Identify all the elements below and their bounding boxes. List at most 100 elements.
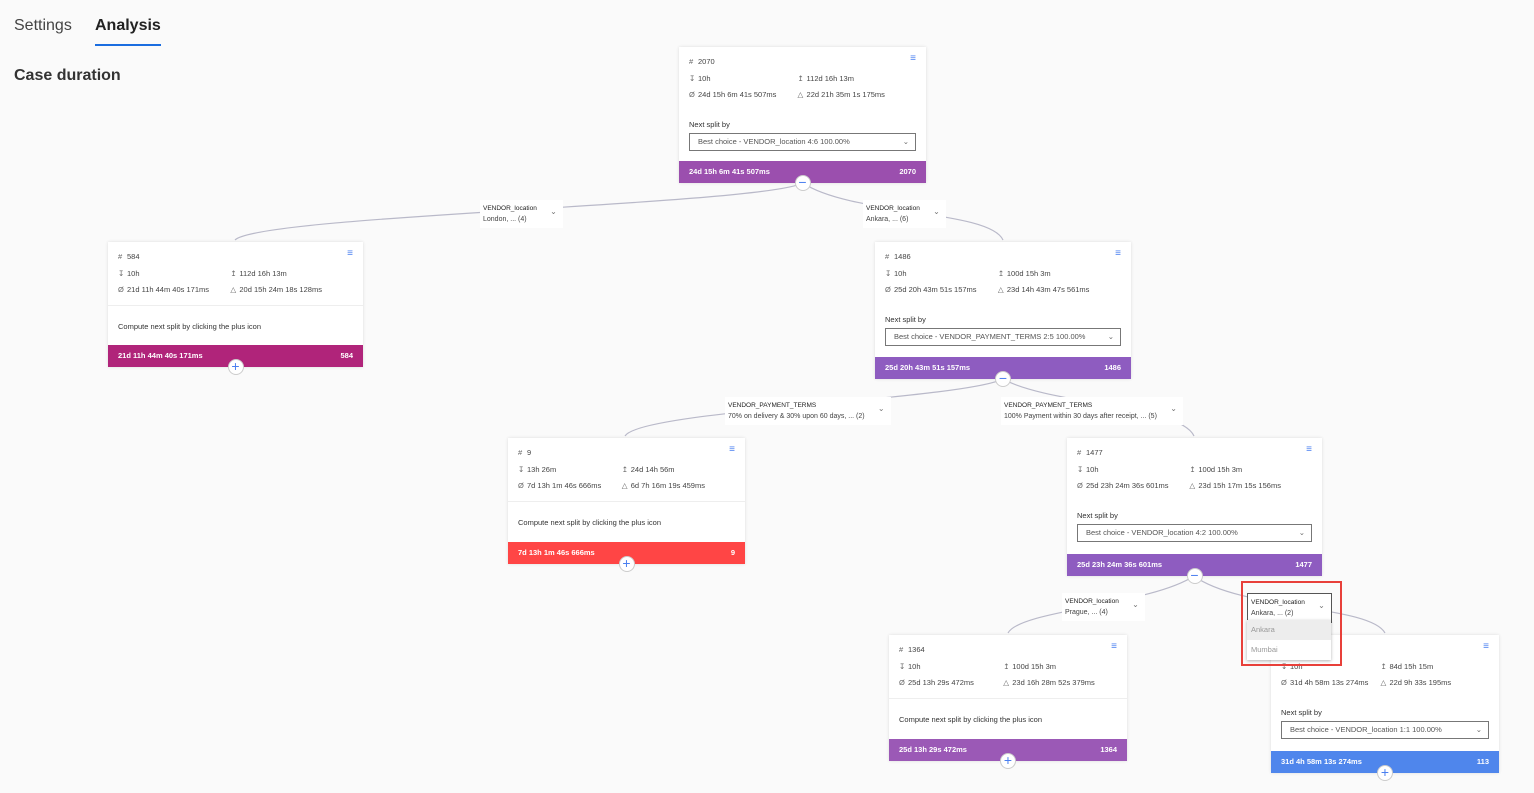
- filter-icon[interactable]: ≡: [347, 248, 353, 259]
- hash-icon: #: [899, 645, 904, 654]
- max-duration: 100d 15h 3m: [1198, 465, 1243, 474]
- split-values: Prague, ... (4): [1065, 609, 1108, 616]
- expand-button[interactable]: +: [1377, 765, 1393, 781]
- expand-button[interactable]: +: [618, 556, 635, 572]
- max-duration: 112d 16h 13m: [806, 74, 854, 83]
- compute-hint: Compute next split by clicking the plus …: [118, 322, 261, 331]
- compute-hint: Compute next split by clicking the plus …: [518, 518, 661, 527]
- footer-count: 1477: [1295, 560, 1312, 569]
- hash-icon: #: [689, 57, 694, 66]
- split-attribute: VENDOR_location: [1065, 598, 1119, 605]
- next-split-select[interactable]: Best choice - VENDOR_location 4:6 100.00…: [689, 133, 916, 151]
- footer-duration: 21d 11h 44m 40s 171ms: [118, 351, 203, 360]
- max-duration: 84d 15h 15m: [1389, 662, 1434, 671]
- case-count: 1364: [908, 645, 925, 654]
- std-duration: 22d 21h 35m 1s 175ms: [806, 90, 885, 99]
- footer-count: 2070: [899, 167, 916, 176]
- avg-duration: 25d 23h 24m 36s 601ms: [1086, 481, 1169, 490]
- tab-settings[interactable]: Settings: [14, 17, 72, 34]
- min-icon: ↧: [899, 662, 906, 671]
- plus-icon: +: [1003, 752, 1013, 768]
- footer-duration: 25d 23h 24m 36s 601ms: [1077, 560, 1163, 569]
- footer-duration: 7d 13h 1m 46s 666ms: [518, 548, 595, 557]
- average-icon: Ø: [1077, 481, 1083, 490]
- split-values: 100% Payment within 30 days after receip…: [1004, 413, 1157, 420]
- hash-icon: #: [118, 252, 123, 261]
- footer-count: 584: [340, 351, 353, 360]
- chevron-down-icon: ⌄: [1132, 600, 1139, 609]
- std-duration: 6d 7h 16m 19s 459ms: [630, 481, 705, 490]
- min-icon: ↧: [1281, 662, 1288, 671]
- split-attribute: VENDOR_location: [866, 205, 920, 212]
- dropdown-option-ankara[interactable]: Ankara: [1247, 620, 1331, 640]
- min-icon: ↧: [518, 465, 525, 474]
- avg-duration: 25d 20h 43m 51s 157ms: [894, 285, 977, 294]
- chevron-down-icon: ⌄: [1298, 528, 1305, 537]
- std-dev-icon: △: [1003, 678, 1010, 687]
- footer-count: 1364: [1100, 745, 1117, 754]
- split-values: London, ... (4): [483, 216, 527, 223]
- avg-duration: 7d 13h 1m 46s 666ms: [527, 481, 602, 490]
- next-split-label: Next split by: [689, 120, 730, 129]
- max-icon: ↥: [1189, 465, 1196, 474]
- node-footer: 25d 23h 24m 36s 601ms 1477: [1067, 554, 1322, 576]
- collapse-button[interactable]: −: [995, 371, 1011, 387]
- collapse-button[interactable]: −: [1186, 568, 1203, 584]
- min-duration: 10h: [1290, 662, 1303, 671]
- divider: [108, 305, 363, 306]
- next-split-select[interactable]: Best choice - VENDOR_location 4:2 100.00…: [1077, 524, 1312, 542]
- avg-duration: 21d 11h 44m 40s 171ms: [127, 285, 209, 294]
- expand-button[interactable]: +: [1000, 753, 1016, 769]
- node-footer: 21d 11h 44m 40s 171ms 584: [108, 345, 363, 367]
- std-duration: 23d 15h 17m 15s 156ms: [1198, 481, 1281, 490]
- average-icon: Ø: [1281, 678, 1287, 687]
- min-icon: ↧: [885, 269, 892, 278]
- hash-icon: #: [885, 252, 890, 261]
- minus-icon: −: [798, 174, 807, 190]
- divider: [889, 698, 1127, 699]
- std-dev-icon: △: [621, 481, 628, 490]
- filter-icon[interactable]: ≡: [1306, 444, 1312, 455]
- filter-icon[interactable]: ≡: [910, 53, 916, 64]
- case-count: 584: [127, 252, 140, 261]
- footer-count: 113: [1476, 757, 1489, 766]
- min-duration: 10h: [908, 662, 921, 671]
- filter-icon[interactable]: ≡: [1115, 248, 1121, 259]
- next-split-select[interactable]: Best choice - VENDOR_PAYMENT_TERMS 2:5 1…: [885, 328, 1121, 346]
- filter-icon[interactable]: ≡: [729, 444, 735, 455]
- case-count: 9: [527, 448, 532, 457]
- avg-duration: 25d 13h 29s 472ms: [908, 678, 974, 687]
- tab-analysis[interactable]: Analysis: [95, 17, 161, 46]
- filter-icon[interactable]: ≡: [1483, 641, 1489, 652]
- collapse-button[interactable]: −: [794, 174, 811, 191]
- average-icon: Ø: [118, 285, 124, 294]
- expand-button[interactable]: +: [227, 359, 244, 375]
- case-count: 2070: [698, 57, 715, 66]
- dropdown-option-mumbai[interactable]: Mumbai: [1251, 645, 1278, 654]
- std-dev-icon: △: [797, 90, 804, 99]
- next-split-select[interactable]: Best choice - VENDOR_location 1:1 100.00…: [1281, 721, 1489, 739]
- next-split-value: Best choice - VENDOR_location 4:2 100.00…: [1086, 528, 1238, 537]
- min-duration: 10h: [127, 269, 140, 278]
- max-icon: ↥: [797, 74, 804, 83]
- std-dev-icon: △: [230, 285, 237, 294]
- chevron-down-icon: ⌄: [1475, 725, 1482, 734]
- max-icon: ↥: [621, 465, 629, 474]
- hash-icon: #: [1077, 448, 1082, 457]
- filter-icon[interactable]: ≡: [1111, 641, 1117, 652]
- average-icon: Ø: [518, 481, 524, 490]
